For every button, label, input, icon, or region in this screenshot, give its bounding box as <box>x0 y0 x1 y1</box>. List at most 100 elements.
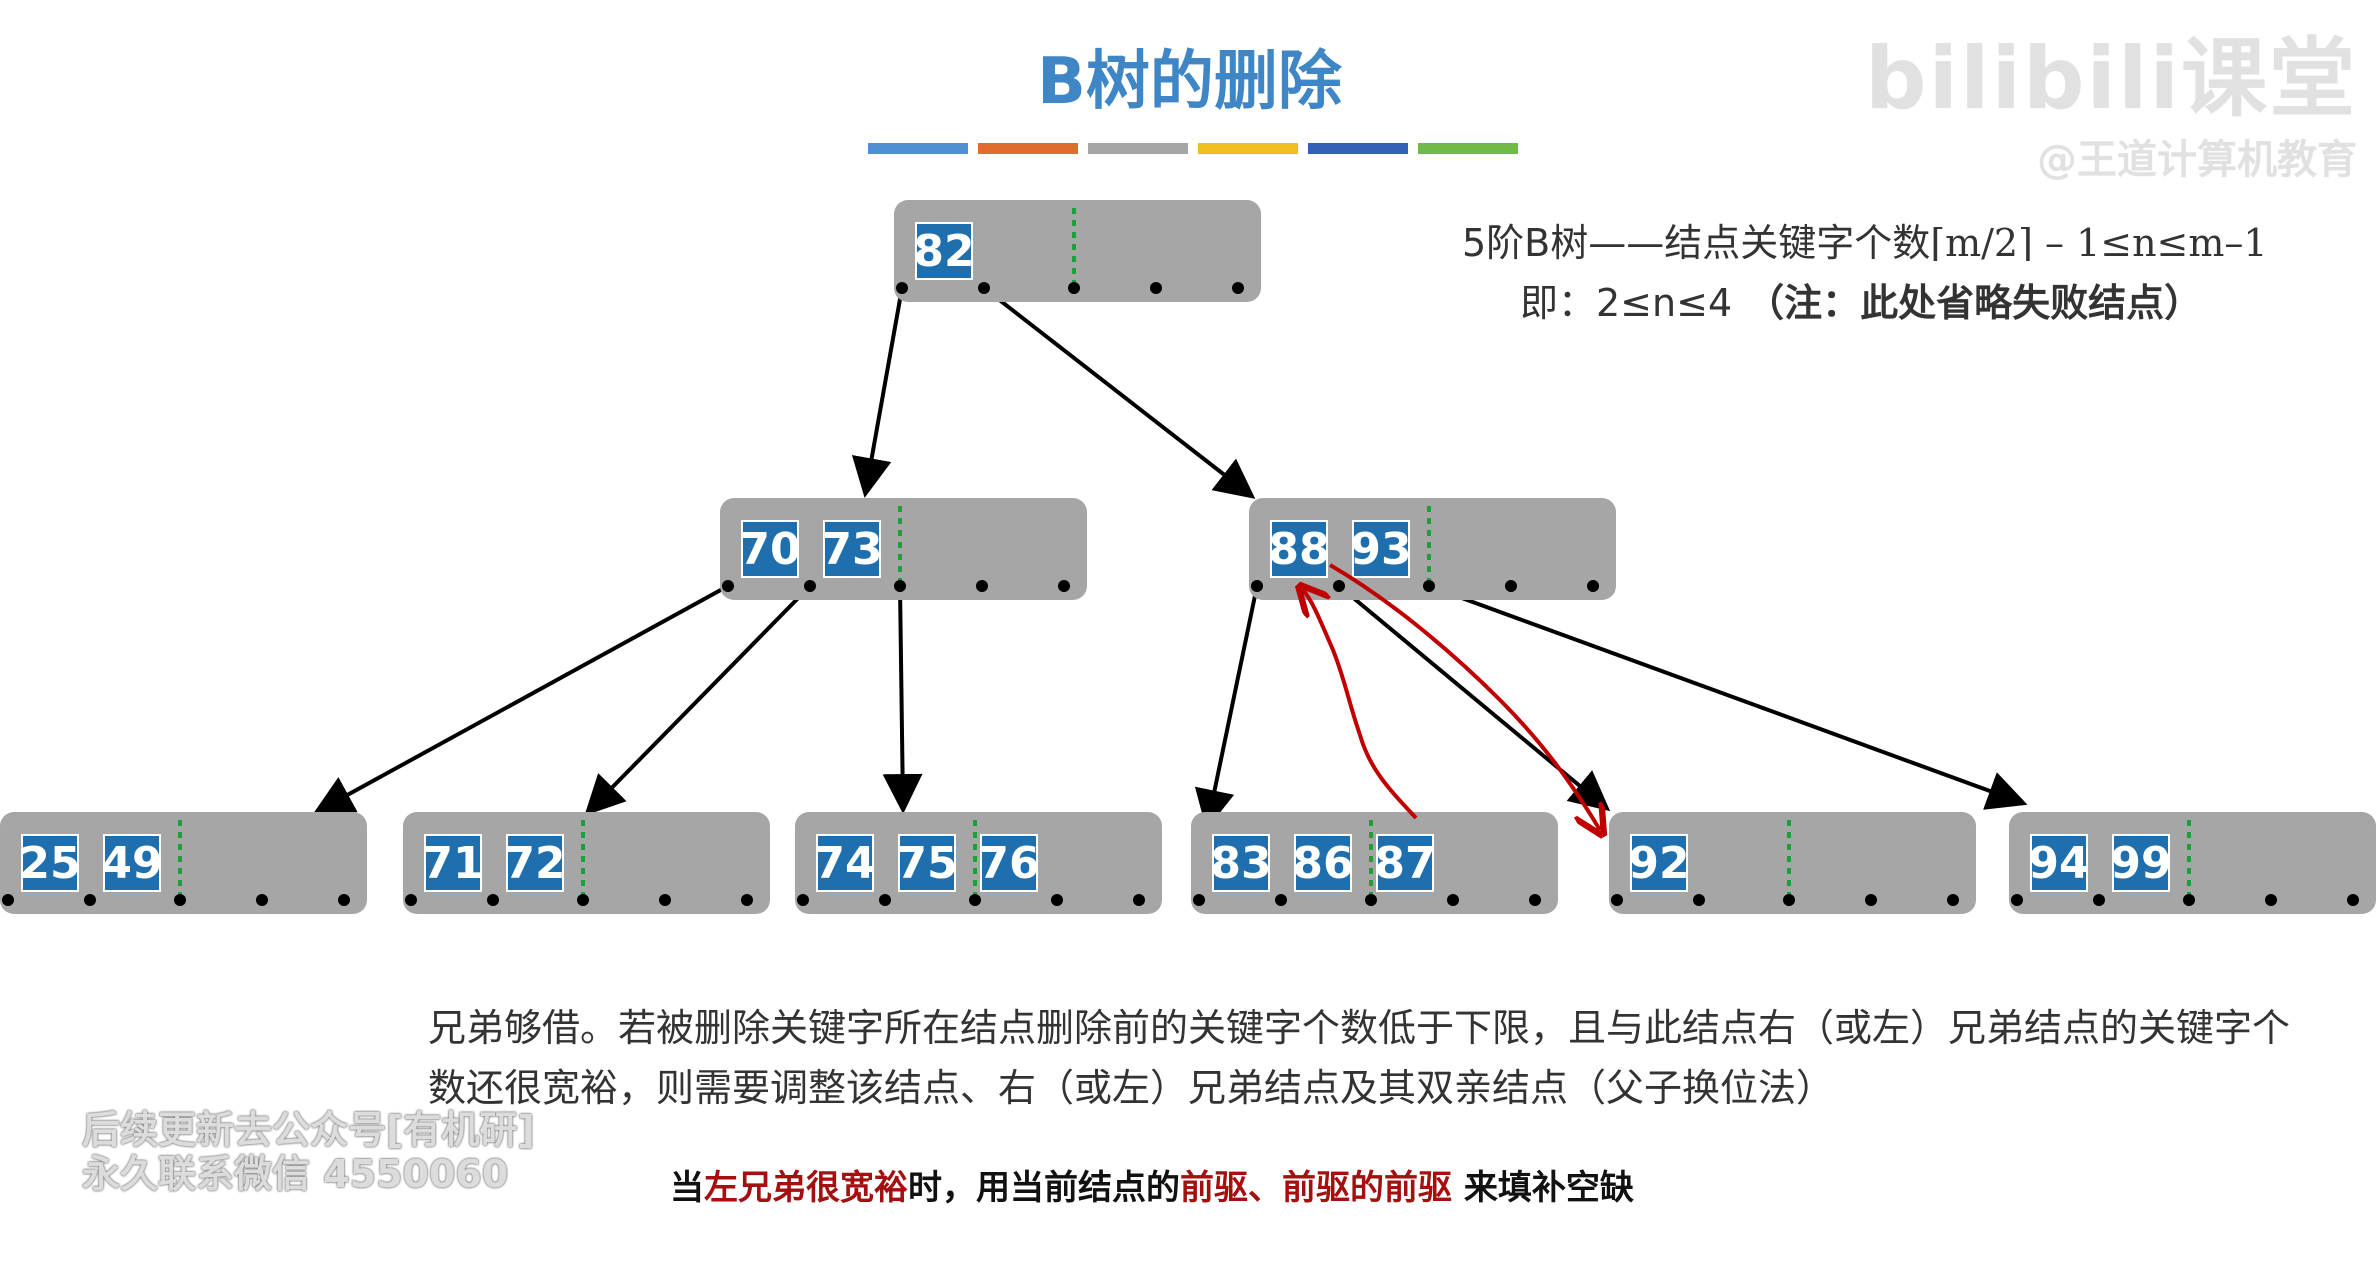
tree-edge <box>1194 585 1259 830</box>
child-pointer <box>2093 894 2105 906</box>
watermark-brand: bilibili课堂 <box>1865 29 2357 129</box>
key-box <box>823 520 881 578</box>
hint-text: 当左兄弟很宽裕时，用当前结点的前驱、前驱的前驱 来填补空缺 <box>670 1160 1634 1209</box>
key-box <box>1376 834 1434 892</box>
node-background <box>894 200 1261 302</box>
info-line-2: 即：2≤n≤4 （注：此处省略失败结点） <box>1520 272 2202 327</box>
node-background <box>795 812 1162 914</box>
color-bar <box>1088 143 1188 154</box>
child-pointer <box>894 580 906 592</box>
child-pointer <box>174 894 186 906</box>
node-background <box>403 812 770 914</box>
key-box <box>741 520 799 578</box>
child-pointer <box>405 894 417 906</box>
key-box <box>1212 834 1270 892</box>
hint-highlight: 左兄弟很宽裕 <box>704 1168 908 1208</box>
tree-edge <box>982 286 1256 499</box>
key-label: 88 <box>1268 524 1329 575</box>
key-box <box>424 834 482 892</box>
child-pointer <box>1051 894 1063 906</box>
child-pointer <box>1947 894 1959 906</box>
child-pointer <box>978 282 990 294</box>
hint-part: 当 <box>670 1168 704 1208</box>
child-pointer <box>1133 894 1145 906</box>
child-pointer <box>2 894 14 906</box>
child-pointer <box>797 894 809 906</box>
child-pointer <box>577 894 589 906</box>
color-bar <box>868 143 968 154</box>
key-label: 92 <box>1628 838 1689 889</box>
description-text: 兄弟够借。若被删除关键字所在结点删除前的关键字个数低于下限，且与此结点右（或左）… <box>428 1006 2291 1110</box>
key-label: 49 <box>101 838 162 889</box>
color-bar <box>1418 143 1518 154</box>
btree-node-leaf-1: 25 49 <box>0 812 367 914</box>
child-pointer <box>976 580 988 592</box>
tree-edge <box>1428 584 2028 810</box>
child-pointer <box>2347 894 2359 906</box>
key-label: 71 <box>422 838 483 889</box>
btree-node-root: 82 <box>894 200 1261 302</box>
info-note: （注：此处省略失败结点） <box>1746 281 2203 325</box>
child-pointer <box>338 894 350 906</box>
child-pointer <box>2183 894 2195 906</box>
info-prefix: 5阶B树——结点关键字个数 <box>1462 221 1931 265</box>
key-label: 25 <box>19 838 80 889</box>
key-box <box>816 834 874 892</box>
color-bar <box>978 143 1078 154</box>
child-pointer <box>256 894 268 906</box>
child-pointer <box>804 580 816 592</box>
key-label: 73 <box>821 524 882 575</box>
key-label: 72 <box>504 838 565 889</box>
key-label: 94 <box>2028 838 2089 889</box>
node-background <box>0 812 367 914</box>
key-label: 86 <box>1292 838 1353 889</box>
page-title: B树的删除 <box>1037 45 1342 119</box>
overlay-line: 永久联系微信 4550060 <box>82 1152 509 1196</box>
info-range: 即：2≤n≤4 <box>1520 281 1733 325</box>
node-background <box>1609 812 1976 914</box>
info-line-1: 5阶B树——结点关键字个数⌈m/2⌉ – 1≤n≤m–1 <box>1462 212 2268 267</box>
child-pointer <box>1587 580 1599 592</box>
child-pointer <box>1693 894 1705 906</box>
child-pointer <box>1529 894 1541 906</box>
node-background <box>1191 812 1558 914</box>
child-pointer <box>1365 894 1377 906</box>
key-box <box>1270 520 1328 578</box>
child-pointer <box>659 894 671 906</box>
watermark: bilibili课堂 @王道计算机教育 <box>1865 8 2357 185</box>
child-pointer <box>879 894 891 906</box>
tree-edges <box>312 286 2028 830</box>
child-pointer <box>1333 580 1345 592</box>
red-annotation <box>1303 563 1600 830</box>
overlay-text: 后续更新去公众号[有机研] 永久联系微信 4550060 <box>82 1108 535 1196</box>
child-pointer <box>487 894 499 906</box>
child-pointer <box>1068 282 1080 294</box>
key-box <box>21 834 79 892</box>
child-pointer <box>722 580 734 592</box>
key-box <box>1294 834 1352 892</box>
key-label: 76 <box>978 838 1039 889</box>
tree-edge <box>312 584 729 814</box>
btree-node-leaf-5: 92 <box>1609 812 1976 914</box>
node-background <box>1249 498 1616 600</box>
child-pointer <box>84 894 96 906</box>
red-arrow-up <box>1303 590 1418 820</box>
color-bar <box>1308 143 1408 154</box>
key-box <box>915 222 973 280</box>
child-pointer <box>1783 894 1795 906</box>
node-background <box>720 498 1087 600</box>
child-pointer <box>1275 894 1287 906</box>
btree-node-leaf-2: 71 72 <box>403 812 770 914</box>
child-pointer <box>2011 894 2023 906</box>
child-pointer <box>1232 282 1244 294</box>
overlay-line: 后续更新去公众号[有机研] <box>82 1108 535 1152</box>
key-label: 87 <box>1374 838 1435 889</box>
key-box <box>2112 834 2170 892</box>
child-pointer <box>1865 894 1877 906</box>
red-arrow-down <box>1328 563 1600 830</box>
watermark-subtitle: @王道计算机教育 <box>2037 137 2357 183</box>
